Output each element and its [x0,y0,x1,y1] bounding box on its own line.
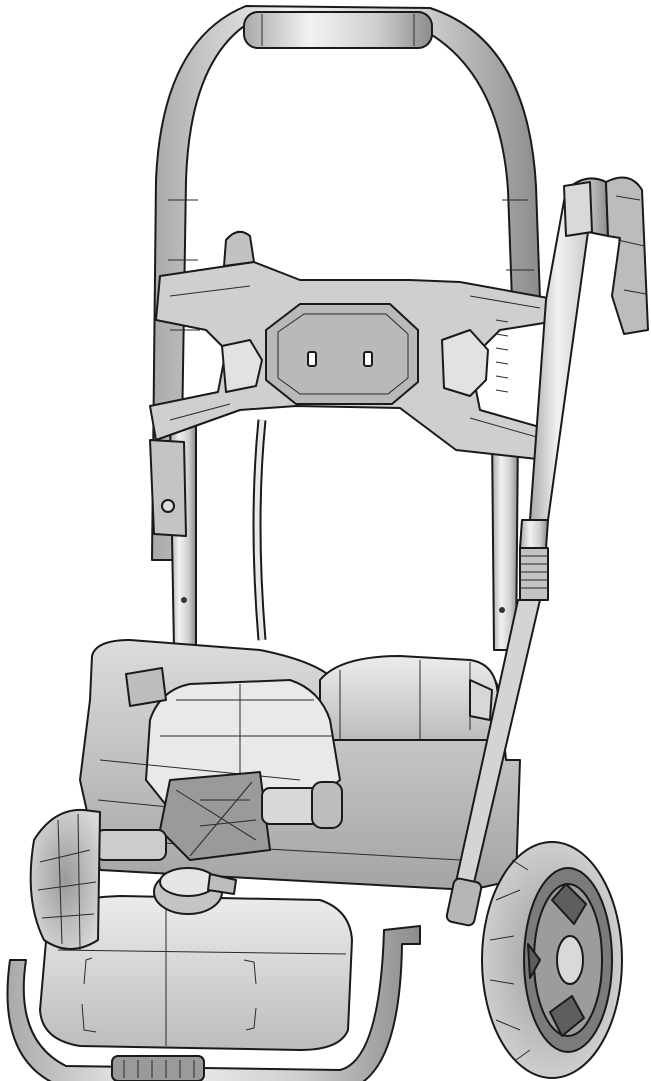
quick-connect [445,877,483,927]
inlet-fitting [95,829,167,861]
hose-reel-ratchet [495,319,509,393]
foot-pad [111,1055,205,1081]
wheel-left [29,808,101,951]
cord-hook [149,439,187,537]
handle-grip [243,11,433,49]
frame-legs [169,419,519,651]
gun-trigger-holster [605,176,649,335]
front-base-bar [6,925,421,1081]
wheel-hub [556,935,584,985]
spray-wand[interactable] [445,176,649,927]
handle-frame [151,5,541,561]
outlet-fitting [311,781,343,829]
pump-assembly [95,771,343,861]
wheel-right[interactable] [481,841,623,1079]
cross-bracket [149,230,551,461]
